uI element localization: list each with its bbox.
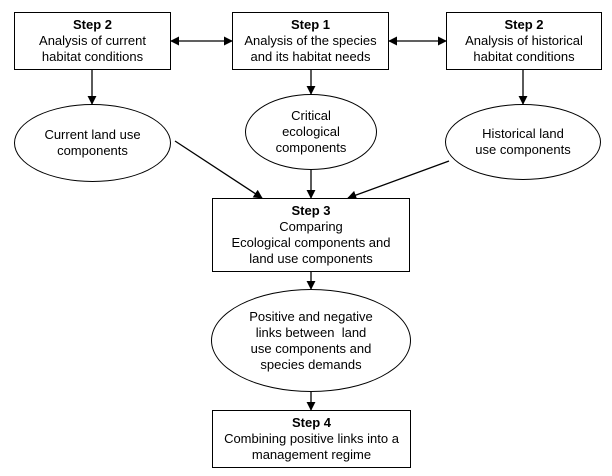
step1-title: Step 1	[290, 17, 330, 32]
links-line-3: use components and	[250, 340, 372, 356]
step4-line-2: management regime	[251, 447, 372, 462]
critical-ecological-line-3: components	[275, 140, 347, 155]
links-line-2: links between land	[255, 324, 367, 340]
step2-historical-line-1: Analysis of historical	[465, 33, 583, 48]
historical-land-use-ellipse: Historical land use components	[445, 104, 601, 180]
step2-historical-title: Step 2	[504, 17, 544, 32]
historical-land-use-line-2: use components	[475, 142, 571, 157]
edge-current-land-use-to-step3	[174, 140, 263, 199]
step4-box: Step 4 Combining positive links into a m…	[212, 410, 411, 468]
step2-historical-box: Step 2 Analysis of historical habitat co…	[446, 12, 602, 70]
step4-title: Step 4	[291, 415, 331, 430]
historical-land-use-line-1: Historical land	[482, 126, 564, 141]
current-land-use-line-1: Current land use	[44, 127, 141, 142]
step2-current-title: Step 2	[72, 17, 112, 32]
step2-current-line-2: habitat conditions	[41, 49, 144, 64]
step2-current-box: Step 2 Analysis of current habitat condi…	[14, 12, 171, 70]
links-line-1: Positive and negative	[249, 308, 373, 324]
step4-line-1: Combining positive links into a	[224, 431, 399, 446]
step1-box: Step 1 Analysis of the species and its h…	[232, 12, 389, 70]
critical-ecological-ellipse: Critical ecological components	[245, 94, 377, 170]
links-line-4: species demands	[260, 356, 362, 372]
edge-historical-land-use-to-step3	[347, 160, 450, 200]
step2-current-line-1: Analysis of current	[39, 33, 146, 48]
step3-box: Step 3 Comparing Ecological components a…	[212, 198, 410, 272]
step3-title: Step 3	[291, 203, 331, 218]
links-ellipse: Positive and negative links between land…	[211, 289, 411, 392]
step2-historical-line-2: habitat conditions	[473, 49, 575, 64]
current-land-use-line-2: components	[57, 143, 128, 158]
critical-ecological-line-1: Critical	[291, 108, 331, 123]
step3-line-1: Comparing	[279, 219, 343, 234]
step1-line-1: Analysis of the species	[244, 33, 377, 48]
step3-line-3: land use components	[249, 251, 373, 266]
step3-line-2: Ecological components and	[231, 235, 391, 250]
step1-line-2: and its habitat needs	[250, 49, 371, 64]
current-land-use-ellipse: Current land use components	[14, 104, 171, 182]
critical-ecological-line-2: ecological	[282, 124, 340, 139]
